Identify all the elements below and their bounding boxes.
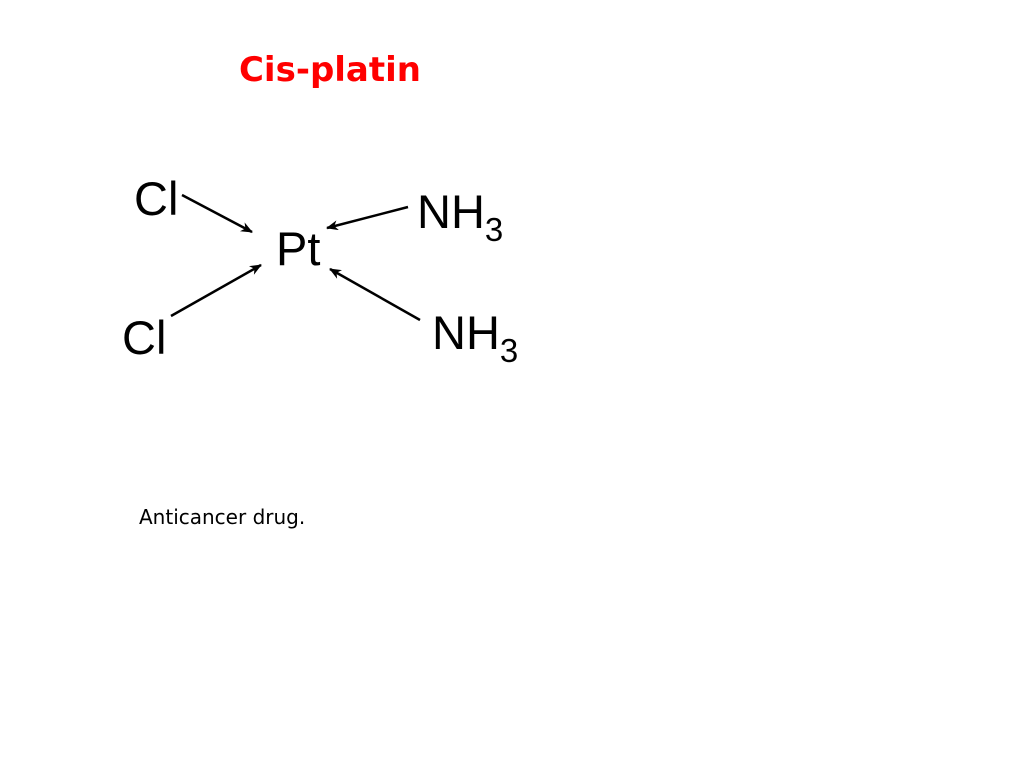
ammine-group-top: NH3 (417, 185, 503, 248)
ammine-group-bottom: NH3 (432, 306, 518, 369)
slide-caption: Anticancer drug. (139, 505, 306, 529)
chlorine-atom-bottom: Cl (122, 311, 166, 364)
ammine-top-symbol: NH (417, 185, 485, 238)
coordinate-bond-nh3-top (326, 205, 409, 231)
coordinate-bond-nh3-bottom (329, 267, 421, 322)
ammine-top-subscript: 3 (485, 211, 503, 248)
ammine-bottom-symbol: NH (432, 306, 500, 359)
slide-title: Cis-platin (238, 50, 421, 90)
ammine-bottom-subscript: 3 (500, 332, 518, 369)
platinum-atom: Pt (276, 222, 320, 275)
chlorine-atom-top: Cl (134, 172, 178, 225)
coordinate-bond-cl-top (181, 193, 253, 234)
coordinate-bond-cl-bottom (170, 263, 262, 318)
